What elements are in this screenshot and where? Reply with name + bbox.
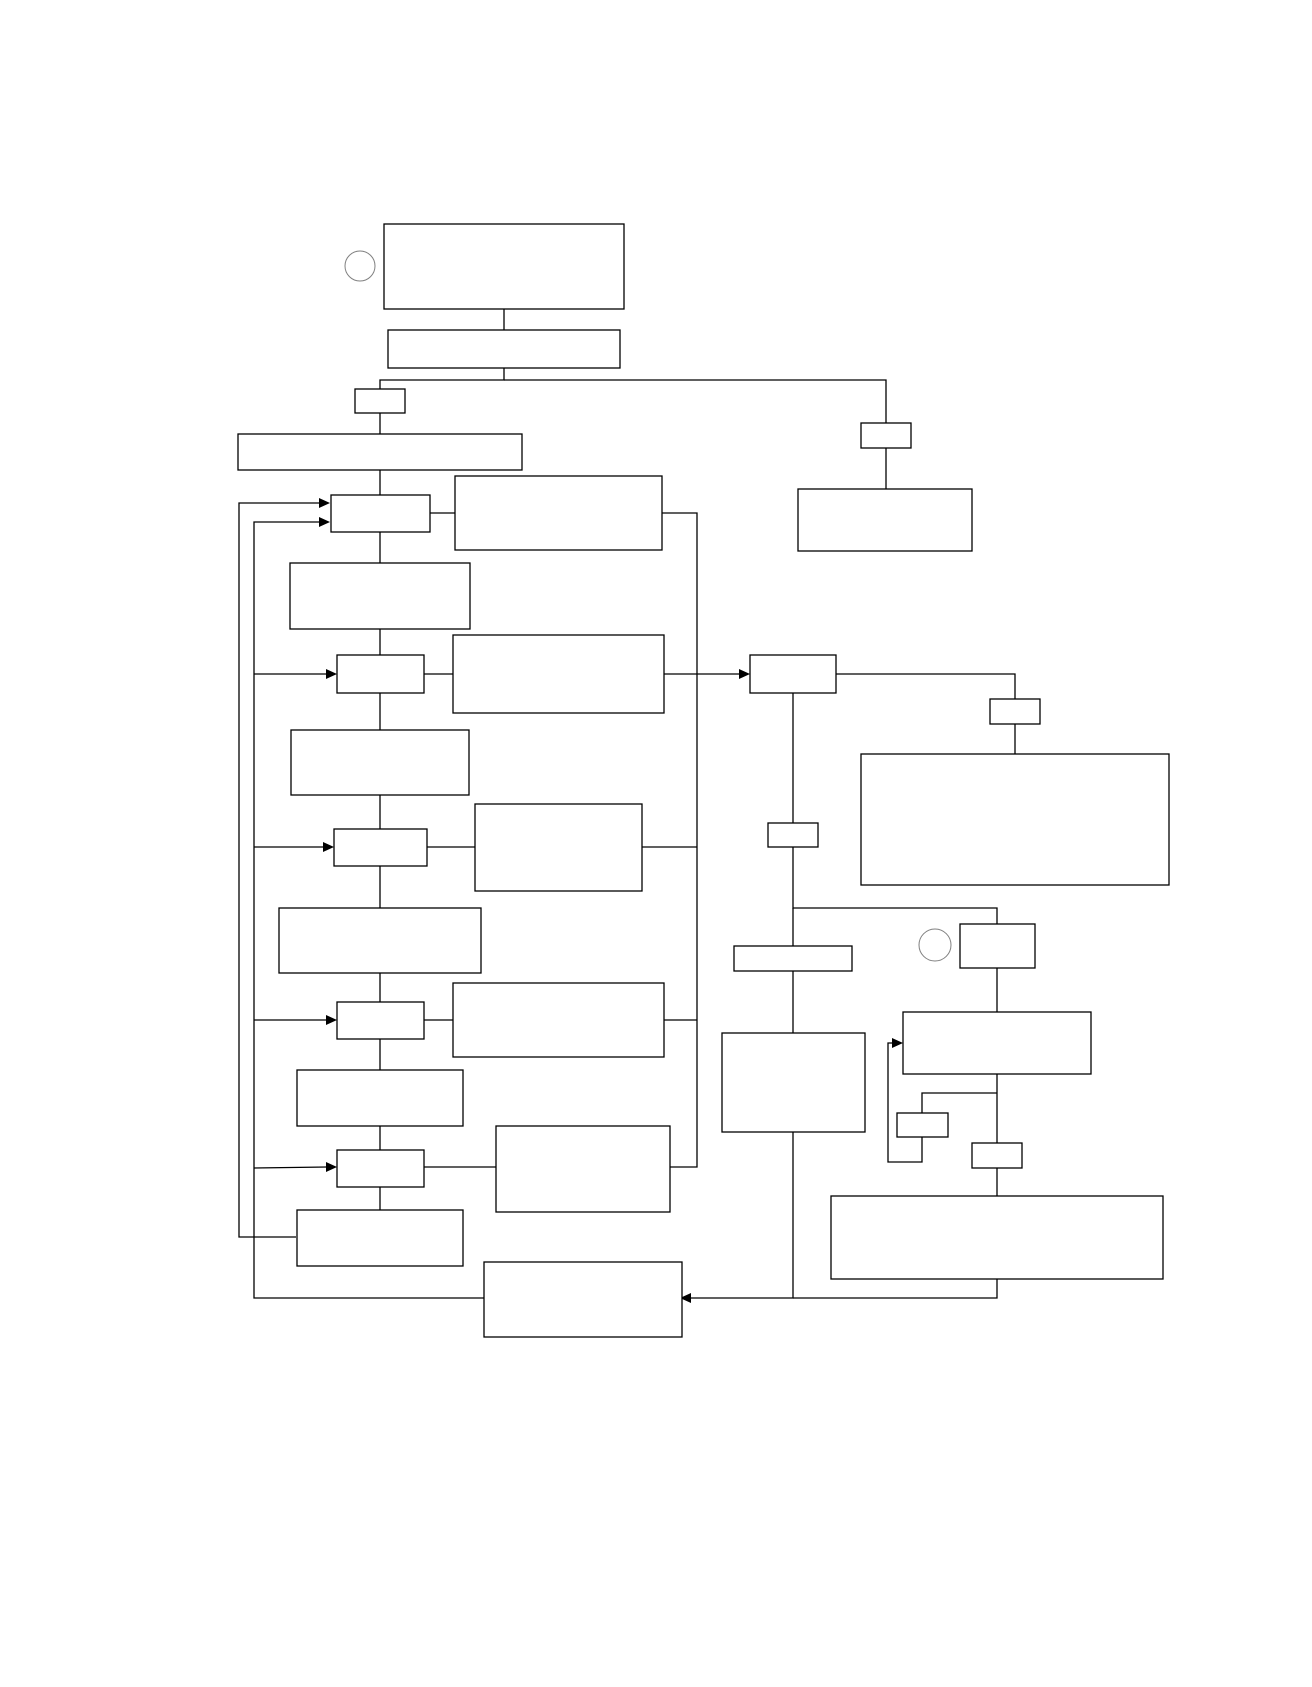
decision-box <box>336 1149 425 1188</box>
process-box <box>797 488 973 552</box>
process-box <box>452 982 665 1058</box>
connector <box>379 368 505 389</box>
start-box <box>383 223 625 310</box>
arrow-right-icon <box>739 669 750 679</box>
connector <box>504 379 887 423</box>
arrow-right-icon <box>319 498 330 508</box>
process-box <box>733 945 853 972</box>
arrow-right-icon <box>319 517 330 527</box>
decision-box <box>959 923 1036 969</box>
process-box <box>483 1261 683 1338</box>
process-box <box>290 729 470 796</box>
decision-box <box>336 1001 425 1040</box>
connector <box>887 1042 923 1163</box>
connector <box>686 1132 794 1299</box>
arrow-right-icon <box>326 1162 337 1172</box>
small-label-box <box>896 1112 949 1138</box>
connector <box>238 502 320 1238</box>
process-box <box>296 1069 464 1127</box>
process-box <box>902 1011 1092 1075</box>
process-box <box>721 1032 866 1133</box>
page-markers <box>344 250 952 962</box>
arrow-right-icon <box>326 1015 337 1025</box>
connector <box>253 1166 328 1169</box>
arrow-right-icon <box>326 669 337 679</box>
process-box <box>296 1209 464 1267</box>
small-label-box <box>860 422 912 449</box>
small-label-box <box>767 822 819 848</box>
process-box <box>474 803 643 892</box>
process-box <box>278 907 482 974</box>
arrow-right-icon <box>323 842 334 852</box>
connector <box>836 673 1016 699</box>
small-label-box <box>989 698 1041 725</box>
process-box <box>454 475 663 551</box>
arrow-left-icon <box>680 1293 691 1303</box>
connectors <box>238 309 1016 1299</box>
process-box <box>237 433 523 471</box>
process-box <box>387 329 621 369</box>
connector <box>662 512 698 1168</box>
process-box <box>860 753 1170 886</box>
connector-circle-icon <box>344 250 376 282</box>
process-box <box>289 562 471 630</box>
connector <box>253 521 484 1299</box>
boxes <box>237 223 1170 1338</box>
decision-box <box>336 654 425 694</box>
small-label-box <box>354 388 406 414</box>
process-box <box>452 634 665 714</box>
process-box <box>830 1195 1164 1280</box>
decision-box <box>749 654 837 694</box>
connector <box>921 1092 997 1113</box>
connector-circle-icon <box>918 928 952 962</box>
small-label-box <box>971 1142 1023 1169</box>
connector <box>793 1279 998 1299</box>
connector <box>792 847 998 924</box>
arrow-right-icon <box>892 1038 903 1048</box>
arrowheads <box>319 498 903 1303</box>
decision-box <box>333 828 428 867</box>
process-box <box>495 1125 671 1213</box>
decision-box <box>330 494 431 533</box>
